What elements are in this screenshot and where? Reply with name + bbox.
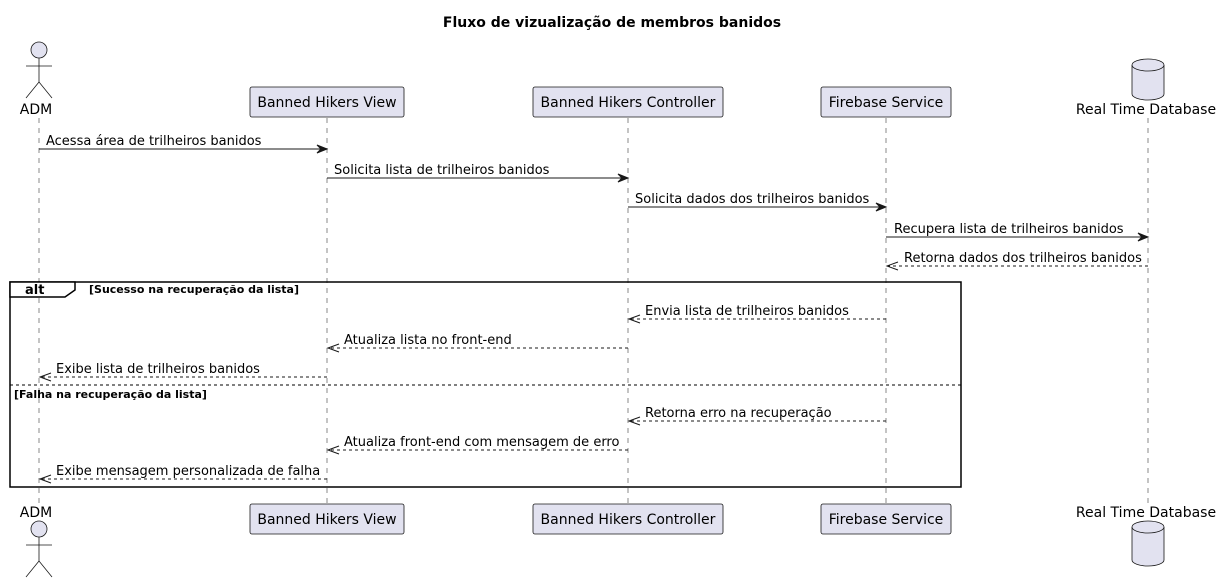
svg-text:Exibe lista de trilheiros bani: Exibe lista de trilheiros banidos — [56, 362, 260, 377]
database-top: Real Time Database — [1076, 58, 1216, 118]
message-9: Retorna erro na recuperação — [627, 406, 886, 426]
diagram-title: Fluxo de vizualização de membros banidos — [443, 15, 781, 31]
actor-head-icon — [30, 41, 48, 59]
svg-text:Atualiza front-end com mensage: Atualiza front-end com mensagem de erro — [344, 435, 619, 450]
participant-view-top: Banned Hikers View — [249, 86, 405, 118]
message-11: Exibe mensagem personalizada de falha — [38, 464, 327, 484]
participant-label-database: Real Time Database — [1076, 102, 1216, 118]
svg-text:Retorna dados dos trilheiros b: Retorna dados dos trilheiros banidos — [904, 251, 1142, 266]
svg-text:Envia lista de trilheiros bani: Envia lista de trilheiros banidos — [645, 304, 849, 319]
alt-fragment: alt [Sucesso na recuperação da lista] [F… — [9, 281, 962, 488]
svg-text:Solicita dados dos trilheiros: Solicita dados dos trilheiros banidos — [635, 192, 870, 207]
message-1: Acessa área de trilheiros banidos — [39, 134, 329, 154]
message-3: Solicita dados dos trilheiros banidos — [628, 192, 888, 212]
message-4: Recupera lista de trilheiros banidos — [886, 222, 1150, 242]
svg-text:Atualiza lista no front-end: Atualiza lista no front-end — [344, 333, 512, 348]
message-6: Envia lista de trilheiros banidos — [627, 304, 886, 324]
participant-label-database: Real Time Database — [1076, 505, 1216, 521]
message-5: Retorna dados dos trilheiros banidos — [885, 251, 1148, 271]
participant-controller-top: Banned Hikers Controller — [532, 86, 724, 118]
participant-label-firebase: Firebase Service — [829, 512, 944, 528]
database-icon — [1131, 527, 1165, 567]
database-icon — [1131, 65, 1165, 101]
participant-firebase-bottom: Firebase Service — [820, 503, 952, 535]
participant-controller-bottom: Banned Hikers Controller — [532, 503, 724, 535]
svg-text:Acessa área de trilheiros bani: Acessa área de trilheiros banidos — [46, 134, 262, 149]
message-7: Atualiza lista no front-end — [326, 333, 628, 353]
participant-view-bottom: Banned Hikers View — [249, 503, 405, 535]
actor-adm-top: ADM — [20, 41, 53, 118]
participant-label-view: Banned Hikers View — [257, 95, 396, 111]
participant-label-adm: ADM — [20, 505, 52, 521]
svg-text:Recupera lista de trilheiros b: Recupera lista de trilheiros banidos — [894, 222, 1124, 237]
message-2: Solicita lista de trilheiros banidos — [327, 163, 630, 183]
actor-adm-bottom: ADM — [20, 505, 53, 578]
svg-text:Exibe mensagem personalizada d: Exibe mensagem personalizada de falha — [56, 464, 320, 479]
fragment-guard-failure: [Falha na recuperação da lista] — [14, 388, 207, 401]
svg-text:Retorna erro na recuperação: Retorna erro na recuperação — [645, 406, 832, 421]
fragment-operator: alt — [25, 283, 44, 298]
participant-firebase-top: Firebase Service — [820, 86, 952, 118]
message-10: Atualiza front-end com mensagem de erro — [326, 435, 628, 455]
database-bottom: Real Time Database — [1076, 505, 1216, 567]
participant-label-adm: ADM — [20, 102, 52, 118]
participant-label-view: Banned Hikers View — [257, 512, 396, 528]
participant-label-controller: Banned Hikers Controller — [541, 512, 716, 528]
actor-head-icon — [30, 520, 48, 538]
fragment-guard-success: [Sucesso na recuperação da lista] — [89, 283, 299, 296]
participant-label-controller: Banned Hikers Controller — [541, 95, 716, 111]
svg-text:Solicita lista de trilheiros b: Solicita lista de trilheiros banidos — [334, 163, 550, 178]
message-8: Exibe lista de trilheiros banidos — [38, 362, 327, 382]
participant-label-firebase: Firebase Service — [829, 95, 944, 111]
